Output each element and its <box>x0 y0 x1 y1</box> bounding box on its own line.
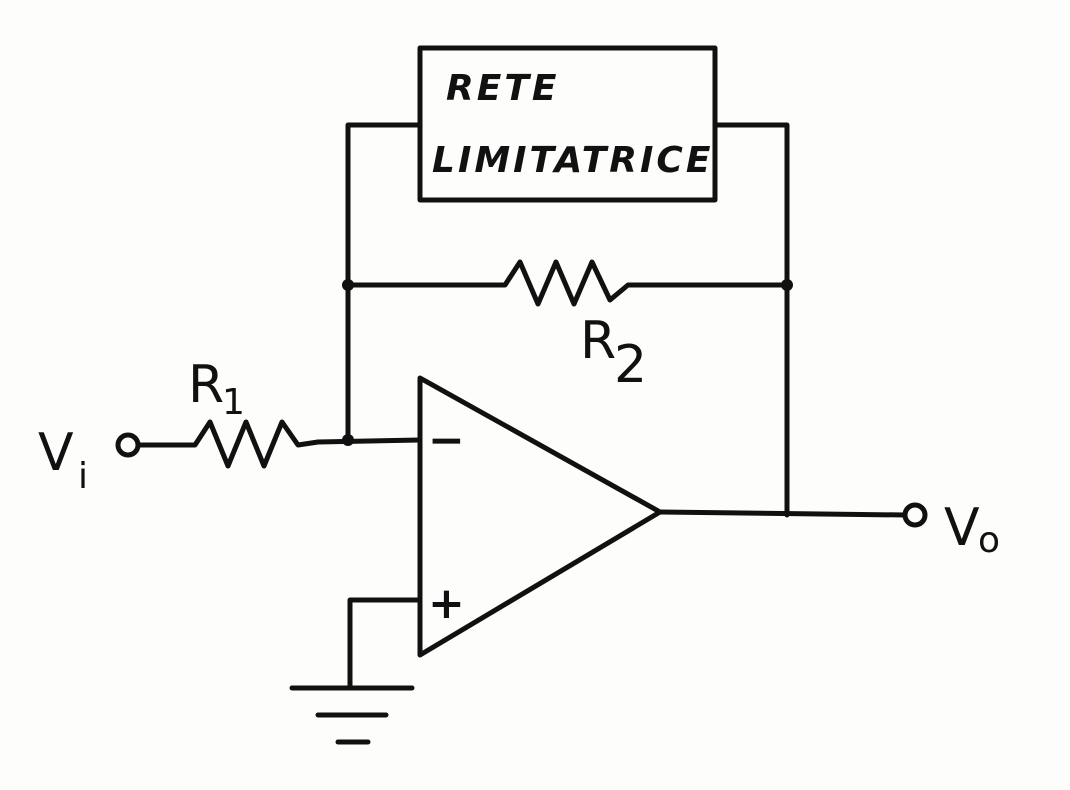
r1-resistor <box>177 419 321 469</box>
limiter-network-line2: LIMITATRICE <box>432 140 713 181</box>
input-label: V <box>38 423 74 483</box>
limiter-network-line1: RETE <box>446 68 559 109</box>
junction-dot-right-top <box>781 279 793 291</box>
output-label: V <box>944 498 980 558</box>
limiter-network: RETE LIMITATRICE <box>417 45 718 203</box>
input-terminal[interactable] <box>115 432 141 458</box>
input-label-sub: i <box>78 456 88 497</box>
output-section <box>657 502 928 528</box>
r2-label: R <box>580 311 616 371</box>
output-label-sub: o <box>978 520 1000 561</box>
output-terminal[interactable] <box>902 502 928 528</box>
r1-label: R <box>188 355 224 415</box>
opamp-triangle <box>417 375 663 658</box>
ground-lead <box>347 597 423 691</box>
right-feedback-wire <box>712 122 790 518</box>
r1-to-inverting-lead <box>315 437 423 445</box>
ground-symbol <box>289 597 423 745</box>
inverting-sign: − <box>428 415 465 466</box>
r1-label-sub: 1 <box>222 382 245 423</box>
input-section <box>115 419 423 469</box>
noninverting-sign: + <box>428 578 465 629</box>
component-labels: V i R 1 R 2 V o <box>38 311 1000 561</box>
opamp: − + <box>417 375 663 658</box>
output-lead <box>657 509 908 518</box>
junction-dot-left-top <box>342 279 354 291</box>
left-feedback-wire <box>345 122 423 443</box>
feedback-wiring <box>342 122 793 518</box>
r2-label-sub: 2 <box>614 335 647 395</box>
r2-resistor <box>477 259 643 307</box>
